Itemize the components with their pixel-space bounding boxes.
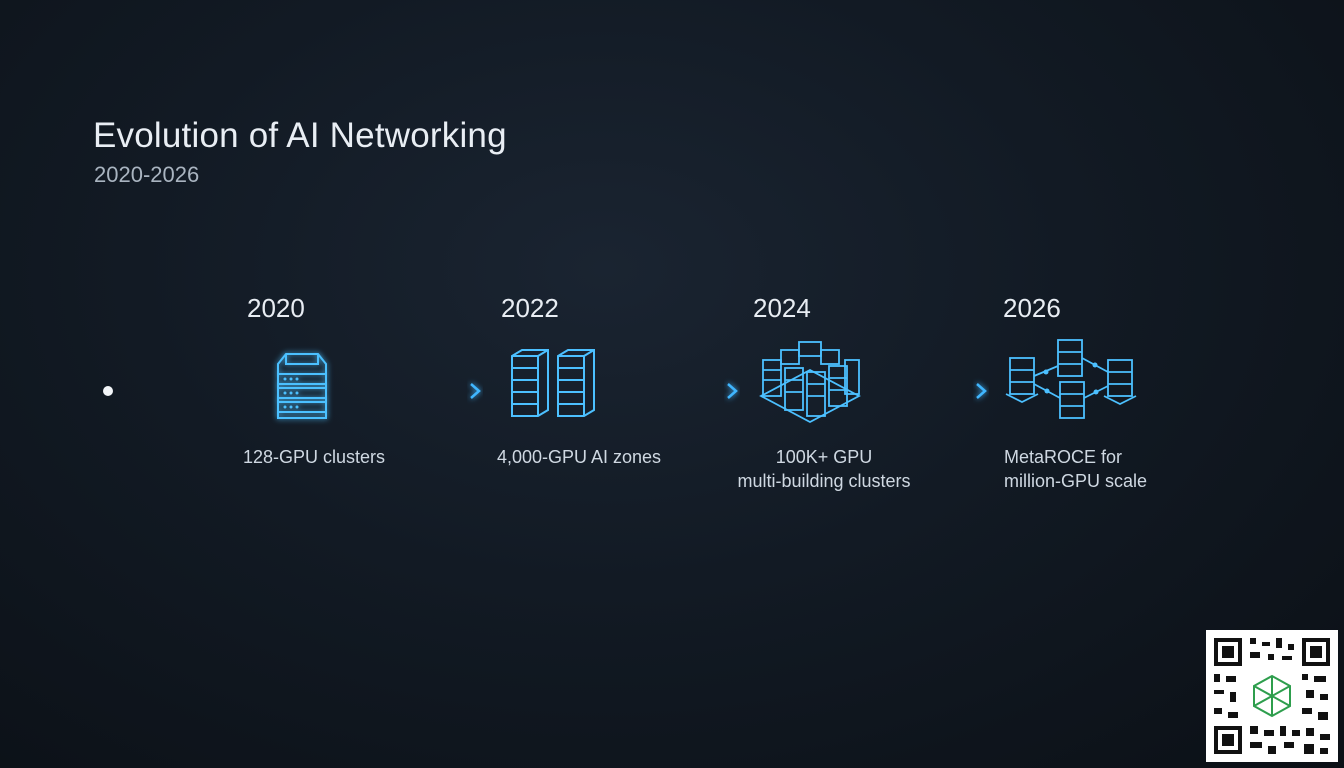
milestone-caption-2024: 100K+ GPU multi-building clusters [737,447,911,491]
single-server-icon [277,353,327,419]
arrow-head-2 [727,383,738,399]
milestone-caption-2020: 128-GPU clusters [242,447,386,467]
page-subtitle: 2020-2026 [94,162,200,187]
networked-servers-icon [1005,339,1137,419]
milestone-caption-2026: MetaROCE for million-GPU scale [1004,447,1148,491]
milestone-year-2026: 2026 [1003,293,1061,323]
arrow-head-1 [470,383,481,399]
milestone-year-2022: 2022 [501,293,559,323]
server-grid-icon [759,341,861,424]
milestone-year-2024: 2024 [753,293,811,323]
arrow-head-3 [976,383,987,399]
milestone-year-2020: 2020 [247,293,305,323]
server-racks-icon [511,349,595,417]
milestone-caption-2022: 4,000-GPU AI zones [496,447,662,467]
qr-code [1206,630,1338,762]
page-title: Evolution of AI Networking [93,116,507,155]
